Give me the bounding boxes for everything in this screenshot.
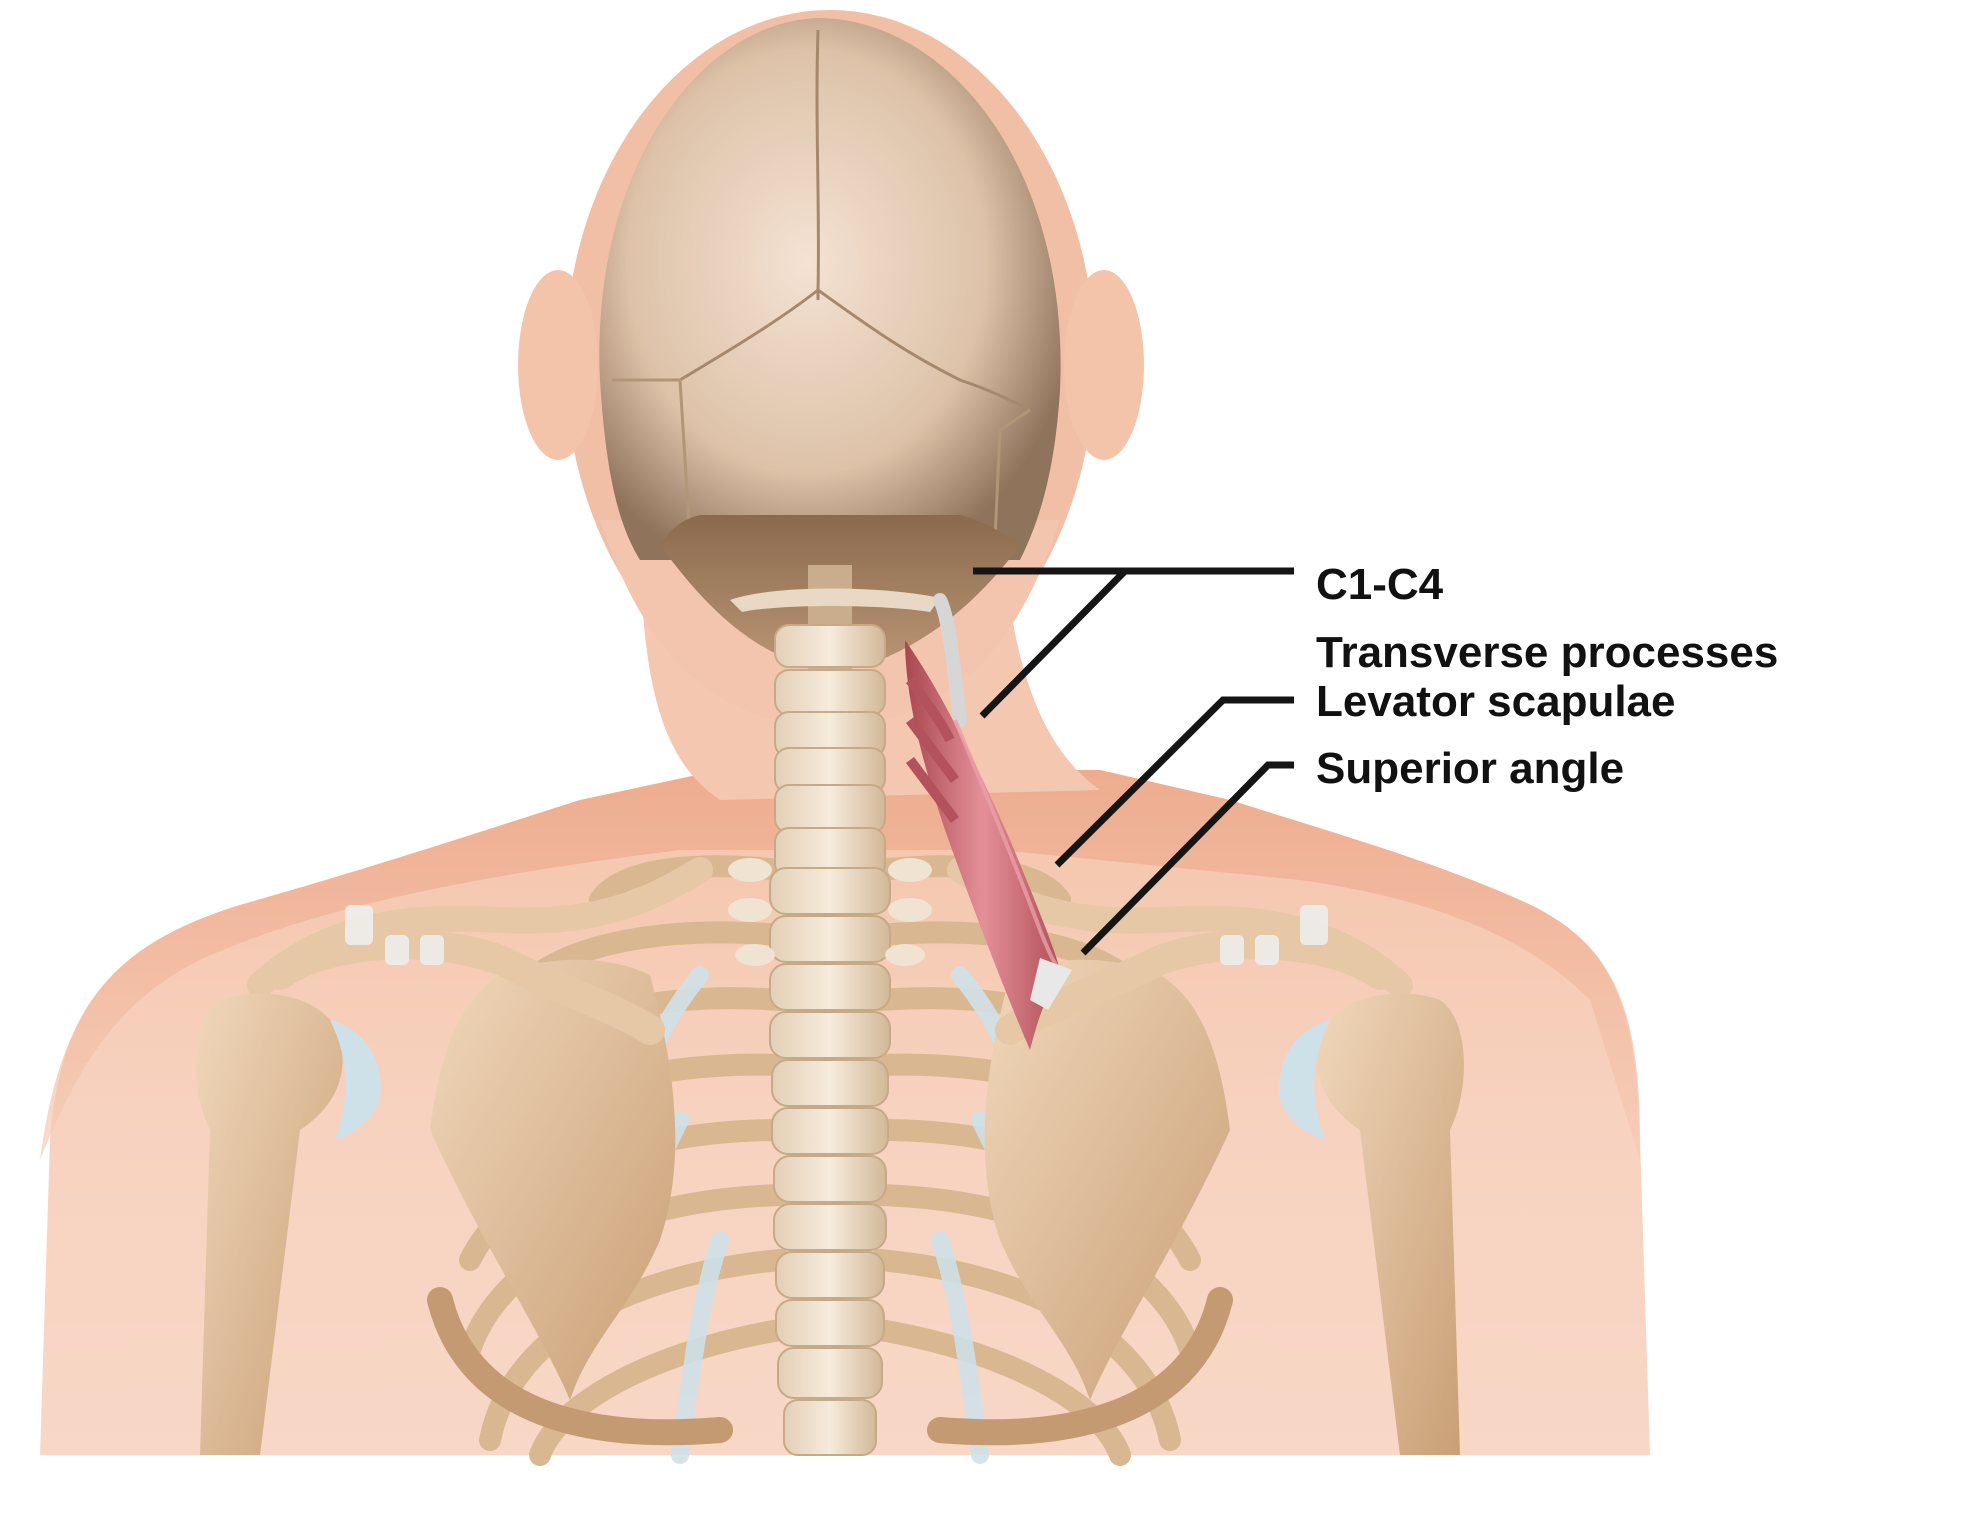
spine — [728, 565, 940, 1456]
leader-line-insertion — [1080, 761, 1294, 956]
label-levator-scapulae: Levator scapulae — [1316, 677, 1676, 726]
acromioclavicular-ligaments — [345, 905, 1328, 965]
label-origin-line2: Transverse processes — [1316, 628, 1779, 677]
leader-line-muscle — [1054, 696, 1294, 868]
left-scapula — [430, 959, 676, 1400]
label-origin: C1-C4 Transverse processes — [1316, 551, 1778, 687]
label-superior-angle: Superior angle — [1316, 744, 1625, 793]
leader-lines — [973, 567, 1294, 956]
label-origin-line1: C1-C4 — [1316, 560, 1444, 609]
levator-scapulae-muscle — [905, 593, 1072, 1050]
right-humerus — [1279, 993, 1464, 1455]
left-humerus — [196, 993, 381, 1455]
leader-line-origin — [973, 567, 1294, 719]
right-scapula — [984, 959, 1230, 1400]
